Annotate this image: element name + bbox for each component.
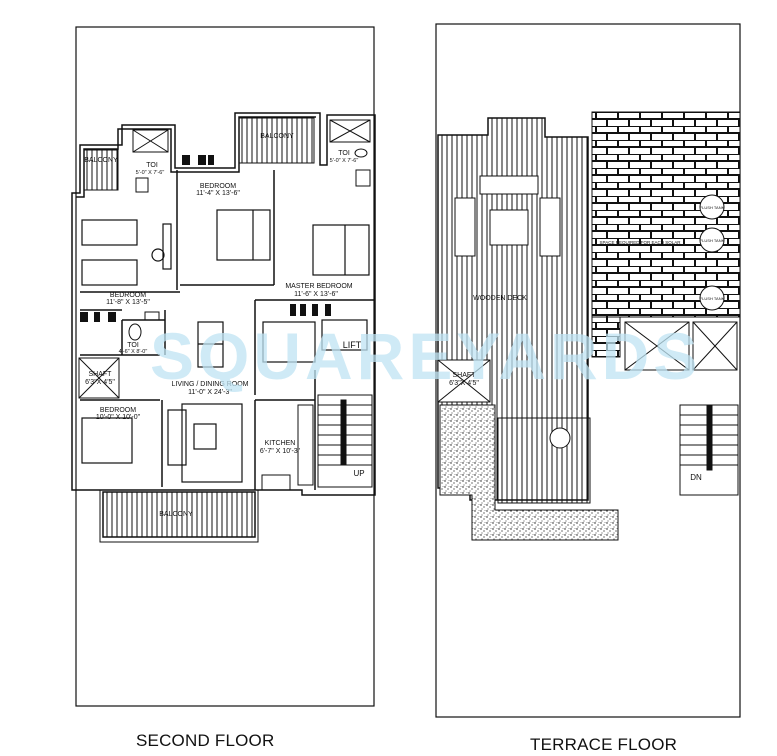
svg-text:6'3"X 4'5": 6'3"X 4'5" — [85, 379, 115, 386]
svg-text:MASTER BEDROOM: MASTER BEDROOM — [285, 283, 352, 290]
svg-text:FLUSH TANK: FLUSH TANK — [700, 238, 725, 243]
shaft-second — [78, 357, 120, 399]
svg-text:BALCONY: BALCONY — [159, 511, 193, 518]
svg-text:DN: DN — [690, 473, 702, 482]
lift-shafts-terrace — [437, 321, 738, 403]
balcony-left — [83, 149, 119, 191]
toilet-2-fixtures — [329, 119, 371, 187]
svg-text:FLUSH TANK: FLUSH TANK — [700, 296, 725, 301]
svg-text:11'-4" X 13'-6": 11'-4" X 13'-6" — [196, 190, 240, 197]
svg-text:LIFT: LIFT — [343, 340, 362, 350]
wardrobes — [80, 155, 331, 322]
gravel-area — [439, 404, 619, 541]
balcony-bottom — [102, 491, 256, 538]
toilet-3-fixtures — [128, 311, 160, 341]
svg-text:SHAFT: SHAFT — [453, 372, 477, 379]
svg-text:5'-0" X 7'-6": 5'-0" X 7'-6" — [136, 170, 165, 176]
svg-text:WOODEN DECK: WOODEN DECK — [473, 295, 527, 302]
svg-text:10'-0" X 10'-0": 10'-0" X 10'-0" — [96, 414, 141, 421]
svg-text:UP: UP — [353, 469, 364, 478]
terrace-floor-caption: TERRACE FLOOR — [530, 735, 678, 754]
svg-text:SPACE REQUIRED FOR EACH SOLAR: SPACE REQUIRED FOR EACH SOLAR — [600, 240, 682, 245]
svg-text:BEDROOM: BEDROOM — [200, 183, 236, 190]
svg-text:KITCHEN: KITCHEN — [265, 440, 296, 447]
svg-text:FLUSH TANK: FLUSH TANK — [700, 205, 725, 210]
svg-text:TOI: TOI — [338, 150, 350, 157]
svg-text:BEDROOM: BEDROOM — [110, 292, 146, 299]
svg-text:4'-6" X 8'-0": 4'-6" X 8'-0" — [119, 349, 148, 355]
svg-text:TOI: TOI — [127, 342, 139, 349]
svg-text:5'-0" X 7'-6": 5'-0" X 7'-6" — [330, 158, 359, 164]
kitchen-counter — [261, 404, 314, 491]
svg-text:6'-7" X 10'-3": 6'-7" X 10'-3" — [260, 448, 301, 455]
svg-text:6'3"X 4'5": 6'3"X 4'5" — [449, 380, 479, 387]
terrace-furniture — [454, 175, 571, 449]
svg-text:TOI: TOI — [146, 162, 158, 169]
svg-text:SHAFT: SHAFT — [89, 371, 113, 378]
svg-text:11'-8" X 13'-5": 11'-8" X 13'-5" — [106, 299, 150, 306]
second-floor-caption: SECOND FLOOR — [136, 731, 275, 750]
second-floor-walls — [71, 112, 376, 496]
terrace-floor-frame — [435, 23, 741, 718]
label-balcony-left: BALCONY — [84, 157, 118, 164]
furniture — [81, 209, 370, 483]
toilet-1-fixtures — [132, 129, 169, 193]
flush-tanks — [699, 194, 725, 311]
stairs-terrace — [679, 404, 739, 496]
stairs-second — [317, 394, 373, 488]
svg-text:BALCONY: BALCONY — [260, 133, 294, 140]
svg-text:11'-0" X 24'-3": 11'-0" X 24'-3" — [188, 389, 232, 396]
svg-text:BEDROOM: BEDROOM — [100, 407, 136, 414]
balcony-top — [238, 117, 315, 164]
svg-text:11'-6" X 13'-6": 11'-6" X 13'-6" — [294, 291, 338, 298]
second-floor-frame — [75, 26, 375, 707]
svg-text:LIVING / DINING ROOM: LIVING / DINING ROOM — [171, 381, 248, 388]
solar-brick-area — [591, 111, 741, 318]
